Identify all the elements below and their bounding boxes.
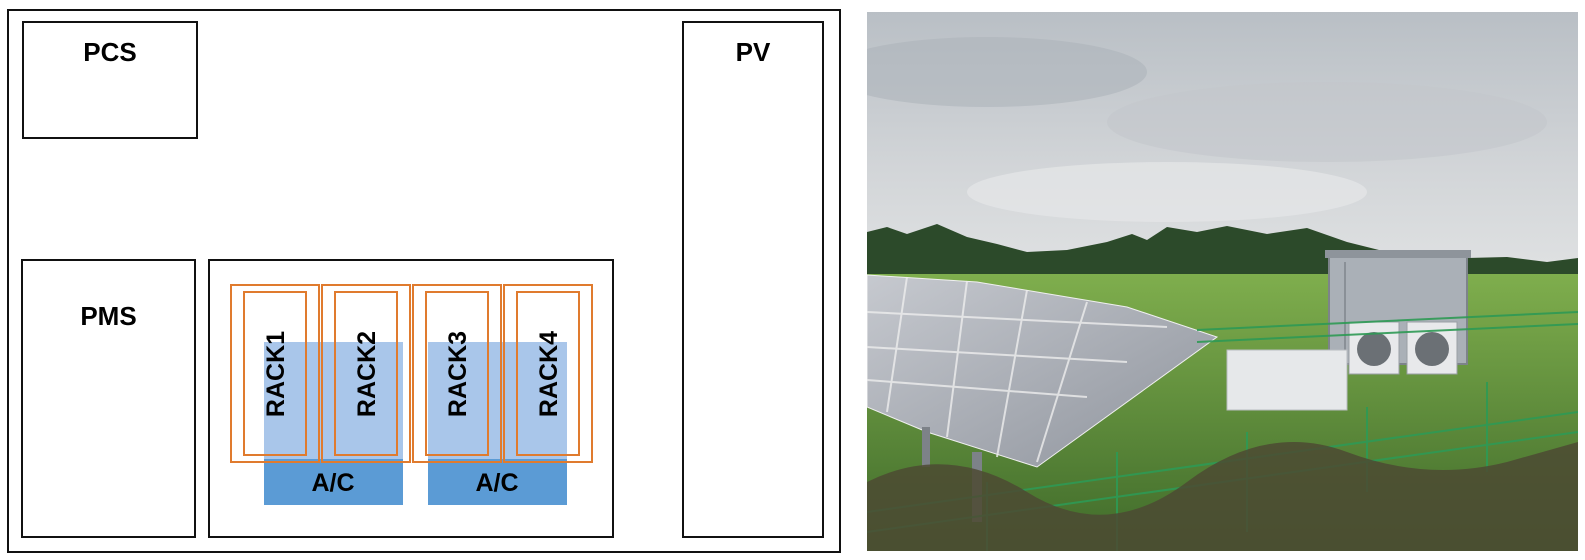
rack1-inner: [243, 291, 307, 456]
rack4-outer: [503, 284, 593, 463]
rack1-outer: [230, 284, 320, 463]
solar-panel-array: [867, 274, 1219, 468]
ac-fan: [1415, 332, 1449, 366]
pcs-label: PCS: [83, 37, 137, 67]
ac-zone-1: [264, 342, 403, 465]
pcs-cabinet-photo: [1226, 349, 1348, 411]
rack2-outer: [321, 284, 411, 463]
solar-panel-grid: [867, 276, 1168, 463]
rack4-inner: [516, 291, 580, 456]
rack3-inner: [425, 291, 489, 456]
rack3-label: RACK3: [444, 331, 472, 417]
rack4-label: RACK4: [535, 331, 563, 417]
cloud: [1107, 82, 1547, 162]
rack3-outer: [412, 284, 502, 463]
foreground-brush: [867, 442, 1578, 551]
pv-label: PV: [735, 37, 771, 67]
ac-zone-2: [428, 342, 567, 465]
site-photo: [867, 12, 1578, 551]
ac-unit-1: [264, 459, 403, 505]
ac-unit-2-label: A/C: [475, 469, 518, 497]
rack1-label: RACK1: [262, 331, 290, 417]
ess-container-roof: [1325, 250, 1471, 258]
pms-block: [21, 259, 196, 538]
panel-support: [922, 427, 930, 467]
pms-label: PMS: [80, 301, 137, 331]
ac-unit-2: [428, 459, 567, 505]
layout-diagram: PCS PV PMS A/C A/C RACK1 RACK2 RACK3 RAC…: [7, 9, 841, 553]
rack2-inner: [334, 291, 398, 456]
cloud: [867, 37, 1147, 107]
ac-unit-1-label: A/C: [311, 469, 354, 497]
pv-block: [682, 21, 824, 538]
cloud: [967, 162, 1367, 222]
pcs-block: [22, 21, 198, 139]
rack2-label: RACK2: [353, 331, 381, 417]
ac-fan: [1357, 332, 1391, 366]
rack-layout: A/C A/C RACK1 RACK2 RACK3 RACK4: [230, 284, 593, 505]
